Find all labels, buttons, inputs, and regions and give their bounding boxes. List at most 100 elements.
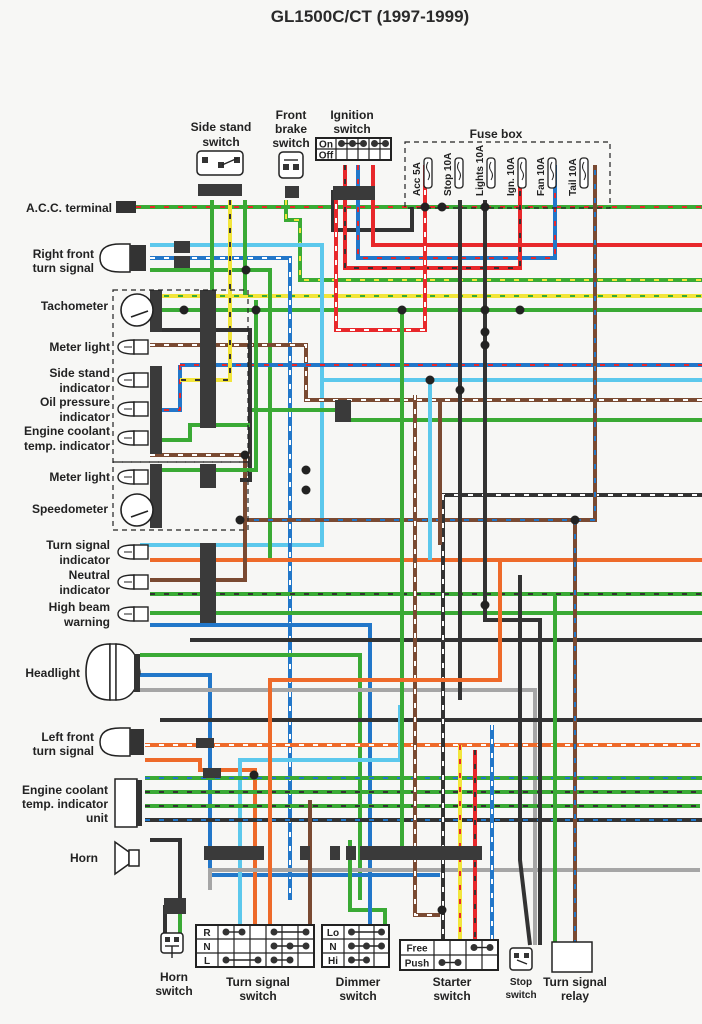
engine-coolant-temp-indicator-unit: Engine coolant temp. indicator unit [22, 778, 142, 828]
bulb-socket [133, 339, 149, 355]
instrument-cluster-upper-box [112, 289, 249, 463]
contact [293, 164, 299, 170]
label-line-3: unit [86, 811, 108, 825]
acc-terminal-connector [116, 201, 136, 213]
junction-dot [480, 327, 490, 337]
contact-dot [270, 942, 278, 950]
label-line-2: indicator [59, 553, 110, 567]
label-line-1: Turn signal [543, 975, 607, 989]
junction-dot [570, 515, 580, 525]
label-line-2: switch [239, 989, 276, 1003]
contact-dot [371, 140, 378, 147]
contact-dot [454, 959, 462, 966]
label-line-1: Turn signal [46, 538, 110, 552]
table-row-label: Off [319, 151, 334, 162]
connectors-layer [150, 184, 482, 914]
contact-dot [222, 956, 230, 964]
connector-block [335, 400, 351, 422]
wire-brown [150, 455, 247, 582]
contact-dot [270, 928, 278, 936]
connector-block [333, 186, 375, 200]
label-line-1: Turn signal [226, 975, 290, 989]
fuse-stop-10a: Stop 10A [443, 153, 464, 196]
contact-dot [378, 942, 385, 950]
wire-stripe [335, 165, 426, 331]
label-line-1: Stop [510, 977, 532, 988]
wire-orange [145, 758, 257, 940]
fuse-icon [547, 157, 557, 189]
table-row-label: Push [405, 959, 429, 970]
fuse-label: Tail 10A [568, 158, 579, 196]
contact [202, 157, 208, 163]
wire-brown-white [150, 343, 702, 402]
table-row-label: Free [406, 944, 428, 955]
switch-body-icon [278, 151, 304, 179]
label-line-2: switch [505, 990, 536, 1001]
label-line-1: Side stand [191, 120, 252, 134]
contact [283, 164, 289, 170]
junction-dot [251, 305, 261, 315]
connector [130, 729, 144, 755]
table-row-label: Hi [328, 956, 338, 967]
wire-black [518, 575, 532, 946]
contact-dot [348, 956, 355, 964]
contact-dot [438, 959, 446, 966]
contact-dot [348, 928, 355, 936]
label-line-1: High beam [49, 600, 110, 614]
connector-block [203, 768, 221, 778]
switch-body-icon [509, 947, 533, 971]
bulb-socket [133, 544, 149, 560]
wire-orange [268, 560, 502, 940]
label-line-2: switch [202, 135, 239, 149]
gauge-icon [120, 493, 154, 527]
connector-block [150, 290, 162, 332]
label-line-2: turn signal [33, 744, 94, 758]
fuse-label: Lights 10A [475, 145, 486, 196]
fuse-icon [423, 157, 433, 189]
side-stand-switch: Side stand switch [191, 120, 252, 176]
contact-dot [302, 942, 310, 950]
bulb-socket [133, 401, 149, 417]
wire-stripe [357, 165, 556, 259]
turn-signal-bulb-icon [99, 243, 131, 273]
turn-signal-switch-table: RNL [195, 924, 315, 968]
bulb-socket [133, 469, 149, 485]
label-line-1: Front [276, 108, 307, 122]
bulb-socket [133, 430, 149, 446]
turn-signal-switch: RNL Turn signal switch [195, 924, 315, 1003]
wire-stripe [240, 165, 596, 521]
label-line-2: brake [275, 122, 307, 136]
label-line-3: switch [272, 136, 309, 150]
fuse-box-label: Fuse box [470, 127, 523, 141]
speedometer-label: Speedometer [32, 502, 108, 516]
fuse-box-outline [404, 141, 611, 209]
label-line-2: temp. indicator [22, 797, 108, 811]
junction-dot [249, 770, 259, 780]
contact [165, 937, 170, 942]
contact-dot [360, 140, 367, 147]
wire-green [150, 300, 258, 472]
table-row-label: N [329, 942, 336, 953]
contact [218, 162, 224, 168]
bulb-socket [133, 574, 149, 590]
contact-dot [238, 928, 246, 936]
sensor-unit-icon [114, 778, 138, 828]
junction-dot [235, 515, 245, 525]
switch-lever [516, 959, 528, 965]
junction-dot [397, 305, 407, 315]
wire-blue-red [162, 365, 182, 412]
wire-stripe [414, 395, 440, 916]
wire-stripe [150, 257, 291, 900]
instrument-cluster-lower-box [112, 461, 249, 531]
wire-light_blue [238, 705, 402, 940]
connector-block [174, 241, 190, 253]
contact [514, 953, 519, 958]
